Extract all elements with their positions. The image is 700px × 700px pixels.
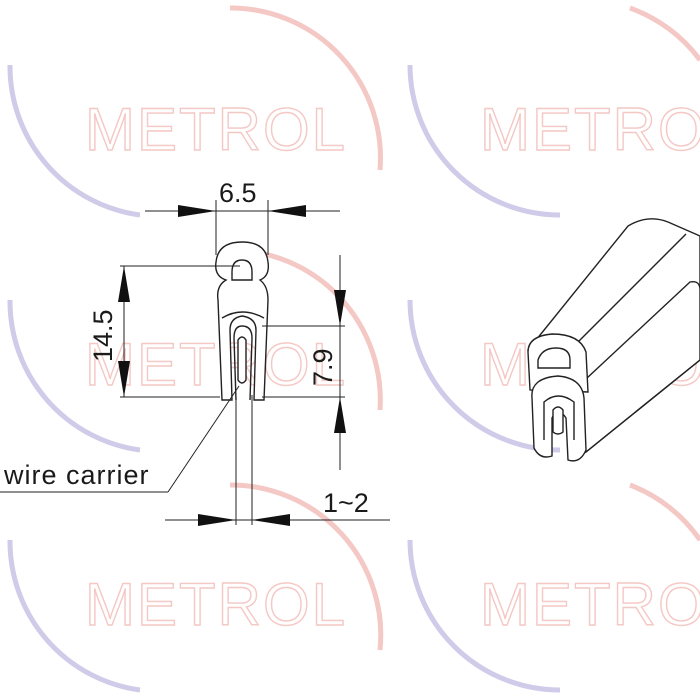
watermark-text: METROL — [480, 96, 700, 163]
wire-carrier-callout: wire carrier — [0, 385, 240, 493]
dimension-width-label: 6.5 — [219, 178, 257, 208]
watermark-text: METROL — [85, 96, 347, 163]
edge-trim-cross-section-icon — [215, 241, 270, 401]
dimension-width: 6.5 — [145, 178, 340, 255]
dimension-inner-height: 7.9 — [262, 255, 346, 470]
edge-trim-3d-view-icon — [527, 218, 700, 462]
dimension-grip-range: 1~2 — [165, 395, 390, 526]
dimension-inner-height-label: 7.9 — [308, 348, 338, 386]
dimension-grip-range-label: 1~2 — [323, 488, 369, 518]
wire-carrier-label: wire carrier — [3, 460, 150, 490]
dimension-height: 14.5 — [88, 265, 240, 398]
watermark-text: METROL — [480, 571, 700, 638]
dimension-height-label: 14.5 — [88, 309, 118, 362]
watermark-text: METROL — [85, 571, 347, 638]
